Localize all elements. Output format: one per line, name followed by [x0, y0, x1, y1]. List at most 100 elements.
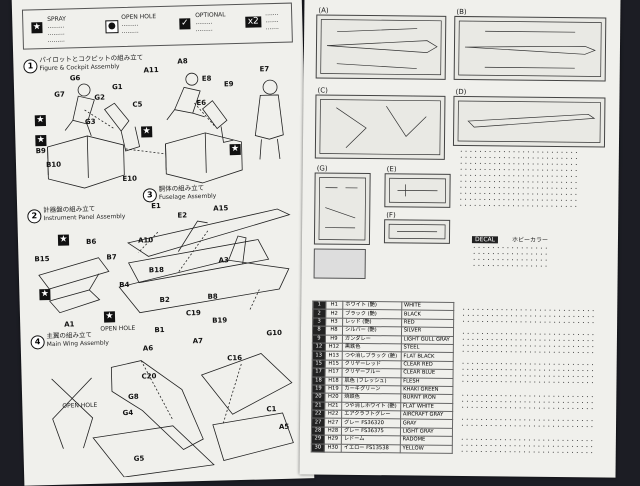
color-code: H19: [324, 385, 342, 394]
color-code: H17: [325, 368, 343, 377]
times-two-icon: x2: [245, 16, 262, 28]
color-number: 3: [312, 317, 326, 327]
part-label: B2: [159, 295, 170, 305]
color-name-jp: レドーム: [341, 435, 401, 445]
star-icon: ★: [35, 135, 47, 147]
part-label: A3: [218, 256, 229, 265]
color-number: 28: [311, 426, 325, 436]
step-3-number: 3: [142, 188, 158, 203]
sprue-d: [452, 95, 606, 148]
part-label: B8: [207, 292, 218, 301]
star-icon: ★: [31, 22, 43, 34]
part-label: B1: [154, 325, 165, 335]
part-label: E7: [259, 65, 270, 74]
part-label: A15: [213, 204, 229, 213]
color-number: 22: [311, 410, 325, 419]
color-name-jp: クリヤーレッド: [342, 360, 401, 370]
main-wing-assembly-drawing: [51, 353, 294, 478]
part-label: G7: [54, 90, 65, 99]
part-label: A11: [143, 66, 159, 75]
part-label: G1: [111, 83, 123, 92]
color-code: H8: [325, 326, 343, 335]
hobby-color-label: ホビーカラー: [511, 236, 549, 244]
color-name-jp: グレー FS36320: [341, 418, 401, 428]
color-code: H28: [324, 426, 342, 436]
fuselage-assembly-drawing: [38, 208, 291, 314]
sprue-d-label: (D): [455, 87, 467, 97]
optional-icon: ✓: [179, 18, 191, 30]
color-name-en: STEEL: [400, 343, 454, 353]
color-code: H9: [325, 334, 343, 344]
part-label: E10: [122, 174, 138, 184]
part-label: B4: [119, 280, 130, 290]
sprue-f: [383, 219, 451, 244]
color-code: H21: [324, 401, 342, 411]
color-name-jp: 黒鉄色: [342, 343, 402, 353]
color-number: 18: [311, 376, 326, 386]
color-name-jp: 肌色 (フレッシュ): [341, 376, 401, 386]
color-name-en: RED: [401, 318, 454, 328]
color-number: 17: [312, 368, 326, 377]
part-label: A10: [137, 236, 154, 245]
part-label: A7: [192, 336, 204, 346]
color-number: 19: [311, 384, 325, 394]
part-label: B18: [148, 265, 164, 275]
part-label: E8: [201, 74, 212, 83]
paint-instructions-cn: ・・・・・・・・・・・・・・・・・・・・・・・・・・・・・・・・・・・・・・・・…: [459, 438, 595, 457]
step-1-title-jp: パイロットとコクピットの組み立て: [39, 53, 144, 65]
open-hole-note: OPEN HOLE: [100, 324, 136, 333]
part-label: A6: [142, 344, 154, 353]
open-hole-icon: ●: [105, 20, 119, 34]
color-code: H22: [324, 410, 342, 419]
sprue-c: [314, 94, 446, 160]
color-name-en: SILVER: [401, 327, 454, 336]
part-label: B15: [34, 254, 50, 264]
color-code: H15: [325, 359, 343, 369]
star-icon: ★: [103, 311, 116, 323]
spec-list: ・・・・・・・・・・・・・・・・・・・・・・・・・・・・・・・・・・・・・・・・…: [471, 246, 549, 270]
part-label: B19: [212, 316, 228, 325]
part-label: B6: [85, 237, 97, 247]
sprue-e-label: (E): [386, 165, 397, 174]
paint-instructions-en: ・・・・・・・・・・・・・・・・・・・・・・・・・・・・・・・・・・・・・・・・…: [460, 332, 596, 357]
color-name-en: BLACK: [401, 310, 454, 320]
color-name-jp: 焼鉄色: [341, 393, 401, 403]
color-code: H1: [325, 301, 343, 310]
part-label: E2: [177, 211, 188, 220]
paint-instructions-it: ・・・・・・・・・・・・・・・・・・・・・・・・・・・・・・・・・・・・・・・・…: [459, 418, 595, 431]
color-code: H29: [324, 435, 342, 444]
part-label: A8: [177, 57, 188, 66]
color-name-en: LIGHT GRAY: [400, 427, 453, 437]
color-name-en: CLEAR RED: [400, 360, 454, 370]
sprue-g-label: (G): [316, 164, 328, 173]
color-code: H27: [324, 418, 342, 428]
color-name-en: RADOME: [400, 436, 453, 446]
color-code: H2: [325, 309, 343, 319]
color-name-jp: クリヤーブルー: [342, 368, 401, 378]
color-name-en: FLAT BLACK: [400, 352, 454, 362]
color-name-en: FLAT WHITE: [400, 402, 453, 412]
color-code: H13: [325, 351, 343, 361]
clear-parts-box: [313, 248, 366, 280]
star-icon: ★: [39, 288, 51, 301]
sprue-a-label: (A): [318, 6, 329, 15]
color-number: 21: [311, 401, 325, 411]
part-label: E9: [223, 80, 234, 89]
legend-box: ★ SPRAY ......... ......... ......... ● …: [21, 2, 293, 50]
part-label: C1: [266, 405, 277, 414]
part-label: C19: [185, 309, 201, 318]
color-number: 13: [312, 351, 326, 360]
part-label: G3: [84, 117, 96, 127]
color-code: H18: [324, 376, 343, 386]
step-4-title-jp: 主翼の組み立て: [46, 330, 93, 341]
part-label: E6: [196, 98, 207, 108]
sprue-f-label: (F): [386, 211, 396, 220]
decal-title: DECAL: [471, 236, 499, 244]
sprue-b: [453, 15, 607, 82]
color-code: H30: [324, 443, 342, 453]
part-label: C16: [227, 353, 243, 363]
color-number: 9: [312, 334, 326, 344]
sprue-a: [315, 14, 447, 80]
color-name-en: KHAKI GREEN: [400, 385, 453, 395]
